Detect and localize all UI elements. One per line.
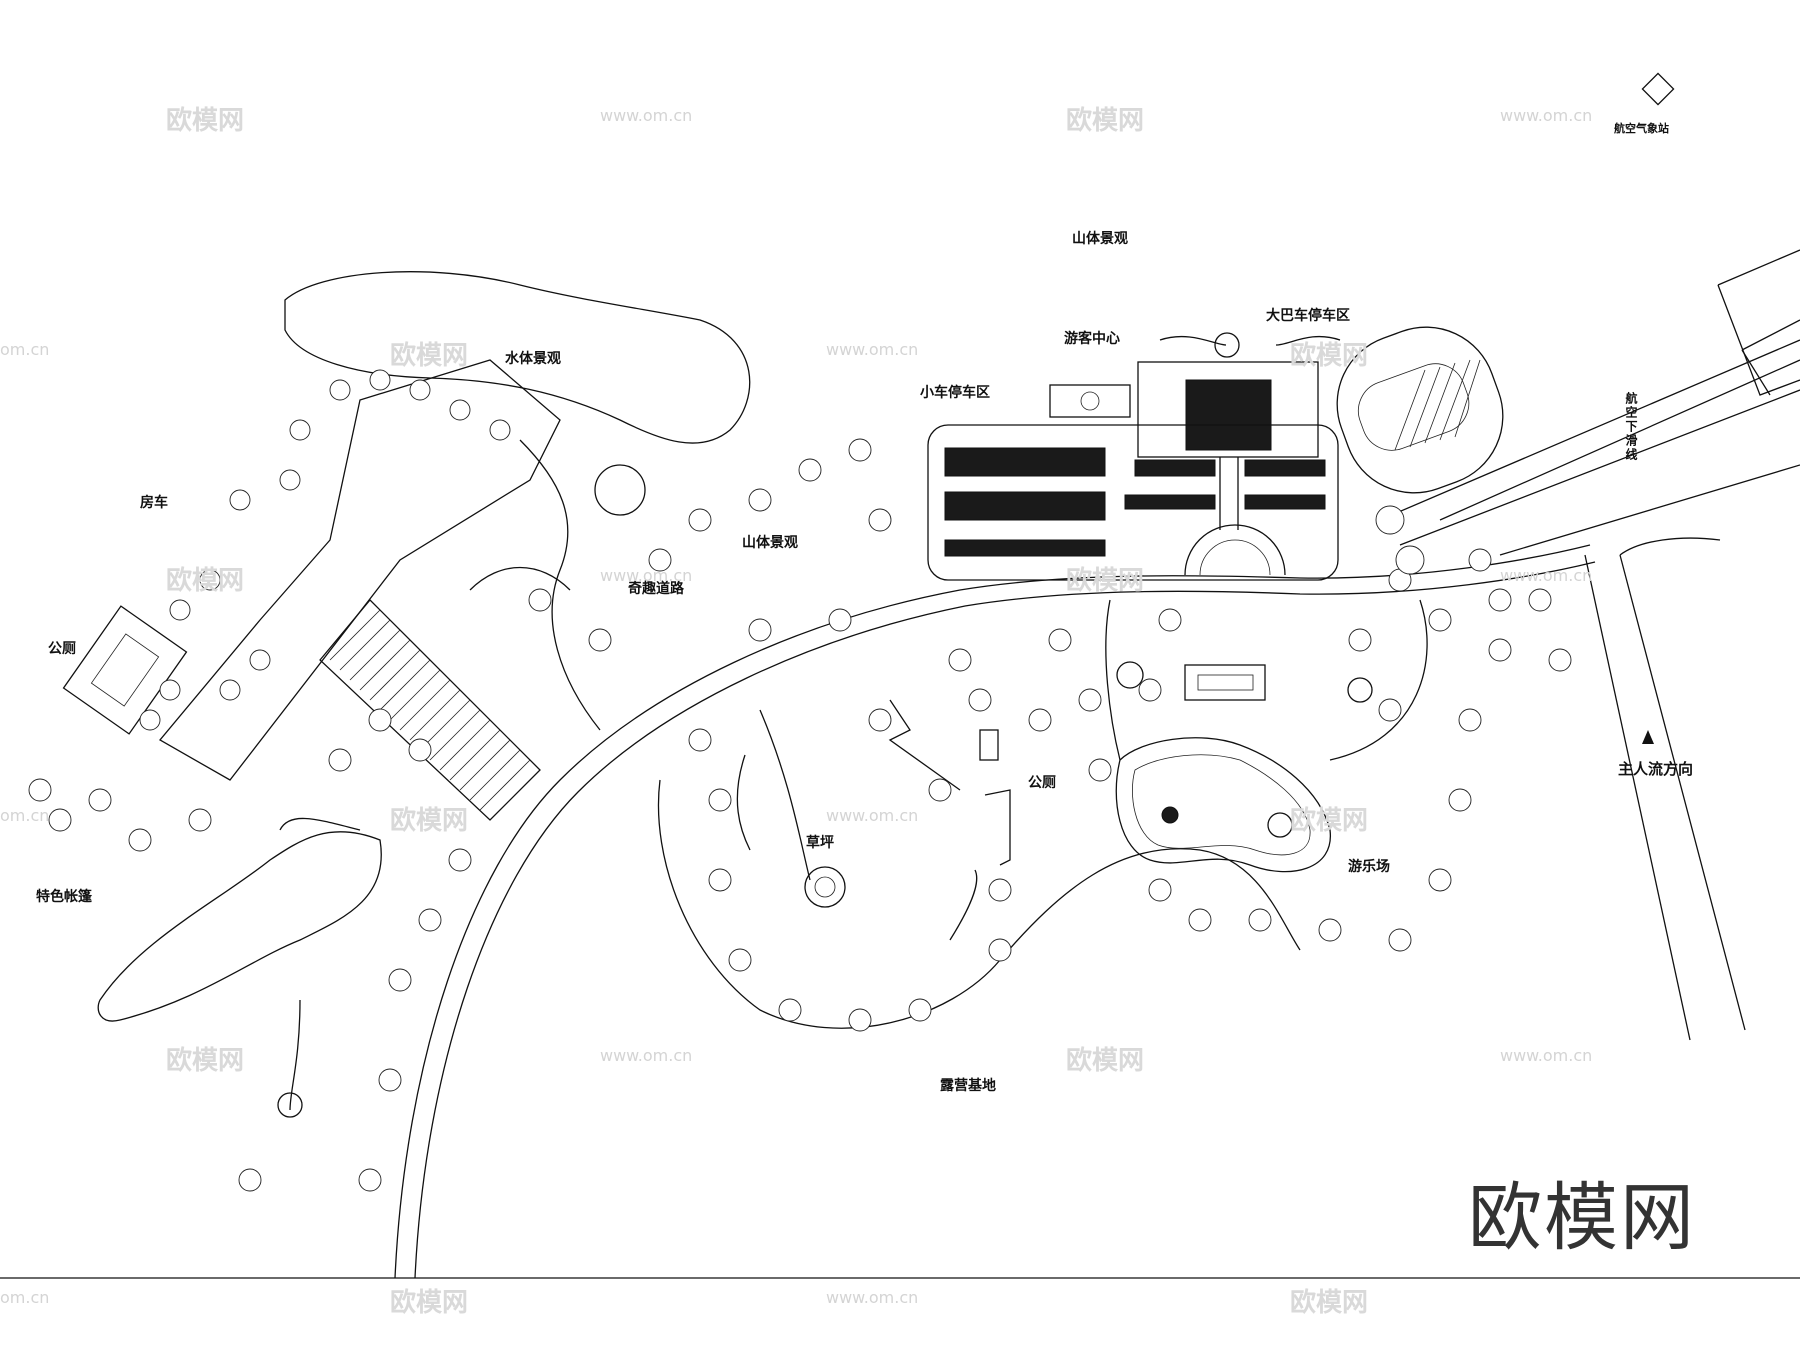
watermark-brand: 欧模网 (390, 806, 469, 836)
rv-label: 房车 (140, 495, 168, 511)
basketball-court (1049, 384, 1131, 418)
camping-lawn-outline (657, 779, 1301, 1029)
water-landscape-label: 水体景观 (505, 351, 561, 367)
camping-base-label: 露营基地 (940, 1078, 996, 1094)
mountain-landscape-top-label: 山体景观 (1072, 231, 1128, 247)
tree-symbols (28, 369, 1572, 1192)
watermark-brand: 欧模网 (390, 1288, 469, 1318)
brand-logo-text: 欧模网 (1468, 1175, 1696, 1261)
weather-station-symbol (1641, 72, 1675, 106)
bus-parking-label: 大巴车停车区 (1266, 308, 1350, 324)
watermark-brand: 欧模网 (1066, 566, 1145, 596)
watermark-url: www.om.cn (1500, 566, 1593, 585)
watermark-brand: 欧模网 (1066, 106, 1145, 136)
playground-area (1115, 737, 1331, 873)
mountain-landscape-mid-label: 山体景观 (742, 535, 798, 551)
interesting-road-label: 奇趣道路 (628, 581, 684, 597)
rv-camp-area (62, 359, 561, 781)
watermark-url: www.om.cn (600, 566, 693, 585)
watermark-brand: 欧模网 (166, 566, 245, 596)
central-fountain-plaza (1105, 599, 1428, 761)
watermark-brand: 欧模网 (166, 1046, 245, 1076)
watermark-url: www.om.cn (1500, 106, 1593, 125)
runway-lines (1379, 339, 1800, 521)
watermark-url: www.om.cn (600, 1046, 693, 1065)
main-road (394, 544, 1591, 1279)
main-flow-direction-label: 主人流方向 (1618, 760, 1694, 778)
bus-parking-lot (1336, 326, 1504, 494)
watermark-url: www.om.cn (826, 340, 919, 359)
watermark-url: www.om.cn (1500, 1046, 1593, 1065)
watermark-brand: 欧模网 (1066, 1046, 1145, 1076)
taxiway-label: 航空下滑线 (1624, 392, 1638, 462)
feature-tents-label: 特色帐篷 (36, 889, 92, 905)
aviation-weather-station-label: 航空气象站 (1614, 122, 1669, 135)
striped-plaza (319, 599, 541, 821)
watermark-brand: 欧模网 (1290, 341, 1369, 371)
interesting-road-path (519, 439, 601, 731)
visitor-center-building (1137, 332, 1341, 530)
feature-tents-path (97, 831, 382, 1022)
visitor-center-label: 游客中心 (1064, 331, 1120, 347)
watermark-brand: 欧模网 (390, 341, 469, 371)
watermark-brand: 欧模网 (1290, 1288, 1369, 1318)
car-parking-label: 小车停车区 (920, 385, 990, 401)
watermark-url: www.om.cn (600, 106, 693, 125)
playground-label: 游乐场 (1348, 859, 1390, 875)
watermark-url: om.cn (0, 340, 50, 359)
watermark-url: om.cn (0, 1288, 50, 1307)
direction-arrow-icon (1642, 730, 1654, 744)
toilet-mid-label: 公厕 (1028, 775, 1056, 791)
watermark-url: om.cn (0, 806, 50, 825)
watermark-brand: 欧模网 (1290, 806, 1369, 836)
entrance-road (1584, 554, 1691, 1041)
car-parking-lot (927, 424, 1339, 581)
watermark-url: www.om.cn (826, 1288, 919, 1307)
watermark-brand: 欧模网 (166, 106, 245, 136)
toilet-left-label: 公厕 (48, 641, 76, 657)
watermark-url: www.om.cn (826, 806, 919, 825)
lawn-label: 草坪 (806, 835, 834, 851)
